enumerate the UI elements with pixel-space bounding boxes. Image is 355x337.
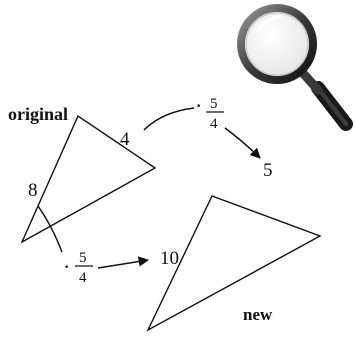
scale-numerator: 5 (210, 96, 218, 112)
scale-factor-top: · 5 4 (196, 96, 224, 132)
magnifying-glass-icon (237, 4, 353, 131)
curve-arrow-left (37, 205, 63, 253)
original-triangle (20, 114, 157, 244)
scale-dot: · (196, 98, 201, 115)
new-triangle (146, 195, 322, 332)
original-side-left-label: 8 (28, 180, 38, 201)
original-side-top-label: 4 (120, 129, 130, 150)
curve-arrow-top (143, 107, 195, 131)
scale-factor-bottom: · 5 4 (64, 250, 93, 286)
scale-denominator: 4 (210, 116, 218, 132)
arrow-to-new-top-side (224, 127, 261, 159)
scale-denominator: 4 (79, 270, 87, 286)
scale-dot: · (64, 259, 69, 276)
new-label: new (243, 305, 273, 324)
new-side-left-label: 10 (160, 248, 179, 269)
original-label: original (8, 104, 68, 124)
arrow-to-new-left-side (97, 256, 150, 269)
scale-numerator: 5 (79, 250, 87, 266)
new-side-top-label: 5 (263, 160, 273, 181)
